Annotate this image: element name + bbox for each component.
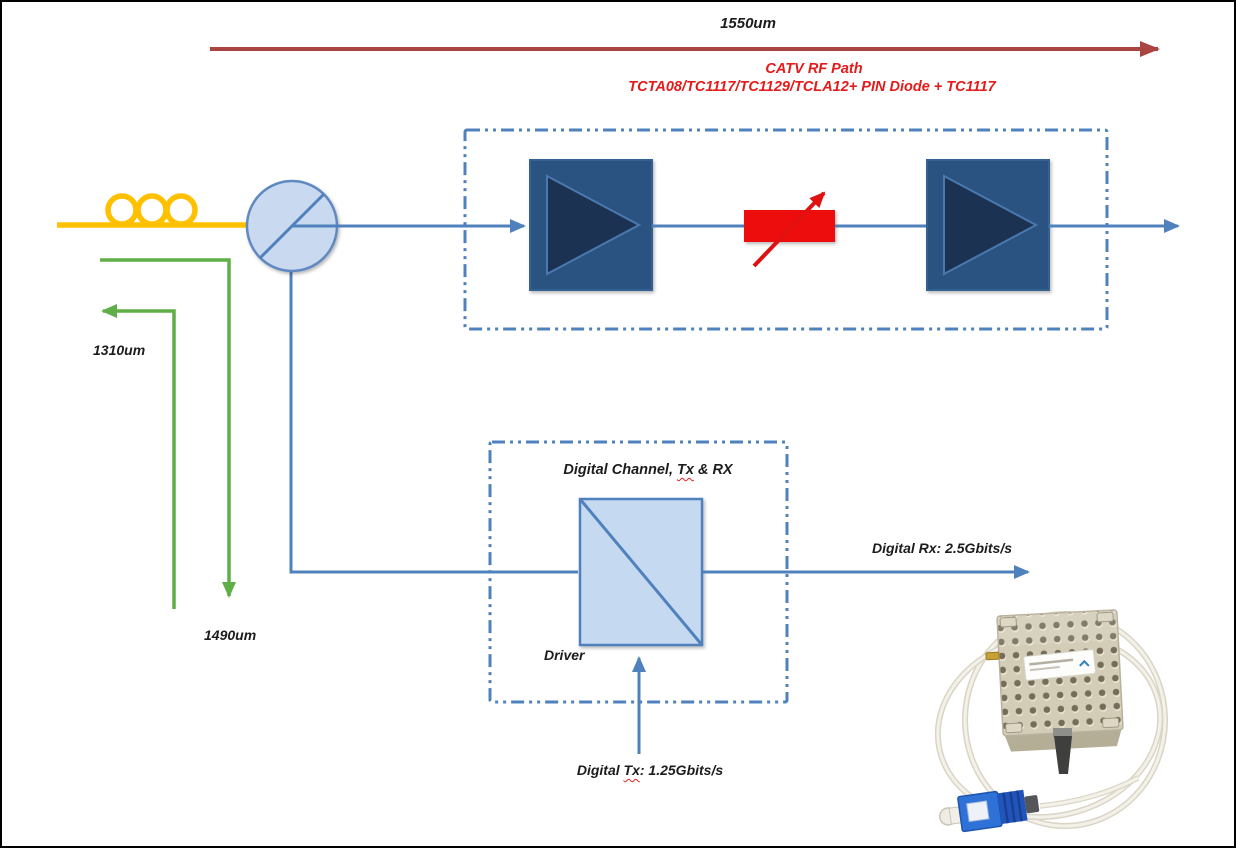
fiber-tail (1039, 776, 1139, 808)
digital-rx-label: Digital Rx: 2.5Gbits/s (871, 540, 1013, 556)
corner-screw-tab (999, 616, 1017, 628)
digital-channel-dashed-box (488, 440, 789, 704)
strain-relief-boot (1053, 728, 1072, 774)
digital-tx-label-suffix: : 1.25Gbits/s (639, 762, 724, 778)
digital-tx-label-prefix: Digital (576, 762, 624, 778)
sc-connector (938, 789, 1040, 833)
module-label (1023, 649, 1096, 681)
splitter-square-icon (578, 497, 704, 647)
digital-tx-label: Digital Tx: 1.25Gbits/s (577, 762, 723, 778)
digital-tx-label-tx: Tx (623, 762, 640, 778)
fiber-coil-icon (57, 193, 252, 228)
module-body (985, 609, 1124, 752)
driver-label: Driver (544, 647, 585, 663)
amplifier-1-icon (529, 159, 653, 291)
catv-rf-path-subtitle: TCTA08/TC1117/TC1129/TCLA12+ PIN Diode +… (628, 79, 996, 95)
corner-screw-tab (1096, 611, 1114, 623)
corner-screw-tab (1005, 722, 1023, 734)
rf-path-dashed-box (463, 128, 1109, 331)
sma-pin-icon (985, 651, 1000, 661)
corner-screw-tab (1102, 717, 1120, 729)
digital-channel-title-prefix: Digital Channel, (563, 462, 677, 478)
transceiver-module-photo (934, 609, 1168, 833)
fiber-tail (1039, 775, 1140, 809)
wavelength-1490-label: 1490um (204, 627, 257, 643)
catv-rf-path-title: CATV RF Path (765, 61, 863, 77)
wavelength-1310-path (101, 304, 176, 609)
digital-branch-line (289, 226, 578, 574)
variable-attenuator-icon (744, 191, 835, 268)
amplifier-2-icon (926, 159, 1050, 291)
wavelength-1310-label: 1310um (93, 342, 146, 358)
wavelength-1550-label: 1550um (720, 15, 776, 32)
digital-channel-title-tx: Tx (677, 462, 694, 478)
digital-channel-title: Digital Channel, Tx & RX (563, 462, 732, 479)
digital-channel-title-suffix: & RX (693, 462, 733, 478)
wavelength-1490-path (100, 258, 236, 598)
